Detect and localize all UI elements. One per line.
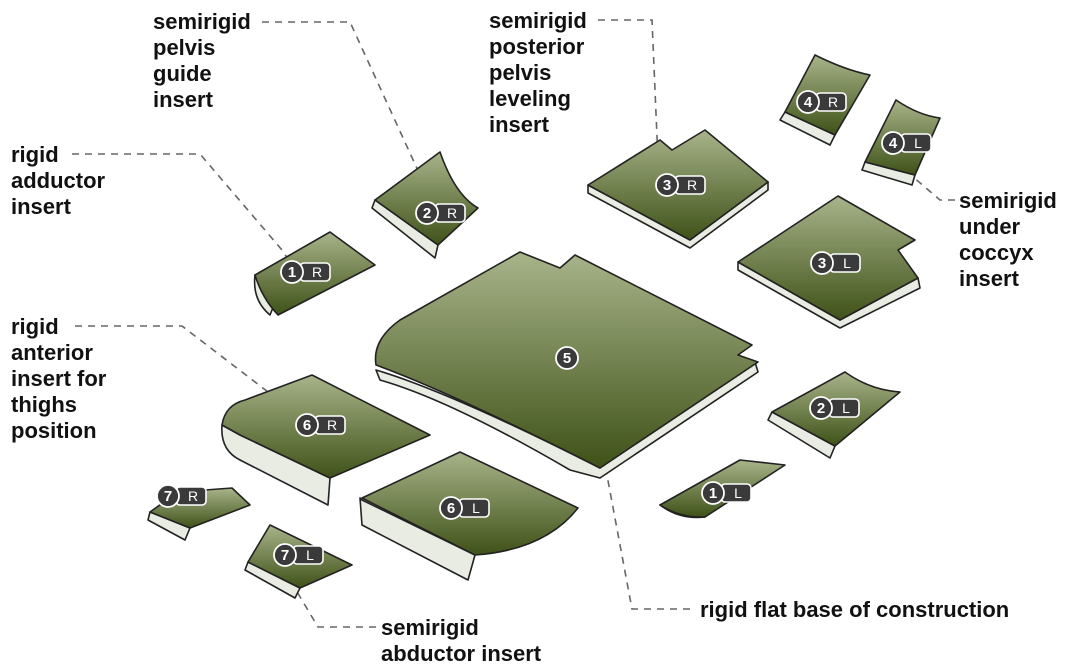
svg-text:L: L [472,500,480,516]
svg-text:posterior: posterior [489,34,585,59]
svg-text:R: R [188,488,198,504]
label-anterior-thighs: rigid anterior insert for thighs positio… [11,314,107,443]
svg-text:L: L [914,135,922,151]
svg-text:3: 3 [818,255,826,272]
svg-text:R: R [687,177,697,193]
badge-3r: 3 R [655,173,706,197]
badge-6l: 6 L [439,496,490,520]
badge-7r: 7 R [156,484,207,508]
svg-text:4: 4 [889,135,898,152]
svg-text:semirigid: semirigid [381,615,479,640]
svg-text:3: 3 [663,177,671,194]
label-adductor: rigid adductor insert [11,142,106,219]
badge-2l: 2 L [809,396,860,420]
svg-text:pelvis: pelvis [153,35,215,60]
svg-text:semirigid: semirigid [153,9,251,34]
badge-4r: 4 R [796,90,847,114]
svg-text:7: 7 [281,547,289,564]
svg-text:6: 6 [303,417,311,434]
svg-text:L: L [842,400,850,416]
label-posterior-leveling: semirigid posterior pelvis leveling inse… [489,8,587,137]
svg-text:semirigid: semirigid [959,188,1057,213]
svg-text:L: L [734,485,742,501]
svg-text:pelvis: pelvis [489,60,551,85]
badge-2r: 2 R [415,201,466,225]
svg-text:L: L [843,255,851,271]
label-abductor: semirigid abductor insert [381,615,542,666]
label-under-coccyx: semirigid under coccyx insert [959,188,1057,291]
svg-text:insert for: insert for [11,366,107,391]
badge-4l: 4 L [881,131,932,155]
svg-text:rigid: rigid [11,142,59,167]
svg-text:L: L [306,547,314,563]
leader-abductor [289,579,376,628]
svg-text:guide: guide [153,61,212,86]
svg-text:rigid: rigid [11,314,59,339]
svg-text:5: 5 [563,350,571,367]
svg-text:7: 7 [164,488,172,505]
svg-text:R: R [447,205,457,221]
svg-text:6: 6 [447,500,455,517]
svg-text:rigid flat base of constructio: rigid flat base of construction [700,597,1009,622]
svg-text:insert: insert [489,112,550,137]
svg-text:insert: insert [153,87,214,112]
svg-text:2: 2 [817,400,825,417]
svg-text:1: 1 [709,485,717,502]
svg-text:R: R [828,94,838,110]
leader-base [571,357,690,610]
leader-pelvis-guide [262,21,426,199]
leader-anterior-thighs [75,325,303,419]
label-base: rigid flat base of construction [700,597,1009,622]
badge-5: 5 [555,346,579,370]
svg-text:abductor insert: abductor insert [381,641,542,666]
svg-text:1: 1 [288,264,296,281]
badge-1l: 1 L [701,481,752,505]
svg-text:insert: insert [959,266,1020,291]
svg-text:coccyx: coccyx [959,240,1034,265]
svg-text:position: position [11,418,97,443]
badge-3l: 3 L [810,251,861,275]
svg-text:2: 2 [423,205,431,222]
svg-text:adductor: adductor [11,168,106,193]
svg-text:under: under [959,214,1021,239]
label-pelvis-guide: semirigid pelvis guide insert [153,9,251,112]
svg-text:anterior: anterior [11,340,93,365]
svg-text:R: R [327,417,337,433]
badge-7l: 7 L [273,543,324,567]
svg-text:insert: insert [11,194,72,219]
svg-text:R: R [312,264,322,280]
badge-1r: 1 R [280,260,331,284]
svg-text:semirigid: semirigid [489,8,587,33]
svg-text:4: 4 [804,94,813,111]
svg-text:leveling: leveling [489,86,571,111]
leader-posterior-leveling [598,19,666,181]
leader-under-coccyx [911,175,955,201]
svg-text:thighs: thighs [11,392,77,417]
badge-6r: 6 R [295,413,346,437]
